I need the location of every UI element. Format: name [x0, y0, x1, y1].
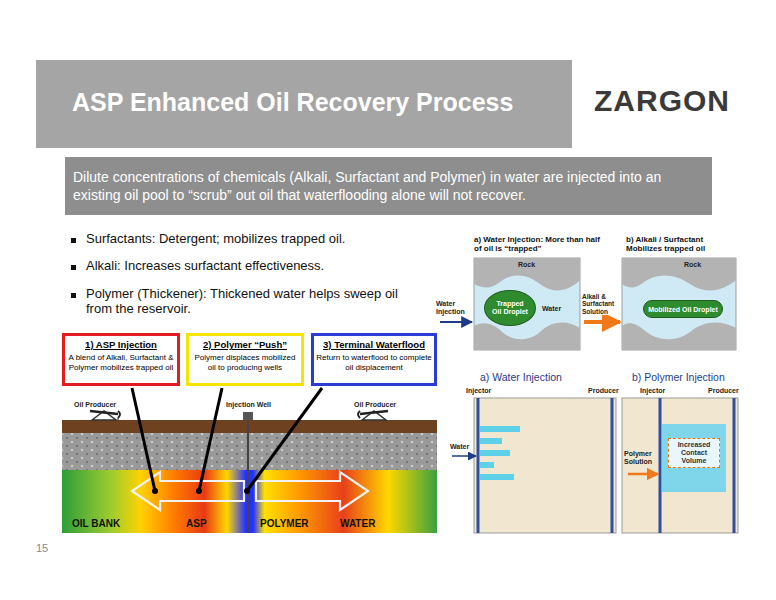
zone-label: POLYMER: [260, 518, 309, 530]
step-box: 3) Terminal WaterfloodReturn to waterflo…: [311, 333, 437, 386]
node-heading: Mobilized Oil Droplet: [648, 306, 718, 313]
node-heading: 2) Polymer “Push”: [203, 339, 287, 350]
company-logo: ZARGON: [594, 84, 730, 119]
leader-dot: [152, 488, 250, 494]
bullet-text: Alkali: Increases surfactant effectivene…: [86, 259, 406, 274]
injection-panel: [452, 398, 738, 533]
panel-heading: b) Alkali / Surfactant Mobilizes trapped…: [626, 235, 736, 253]
oil-droplet: Trapped Oil Droplet: [484, 290, 536, 326]
node-heading: Increased Contact Volume: [671, 441, 717, 464]
flow-label: Water: [450, 443, 469, 451]
water-label: Water: [542, 305, 561, 313]
node-body: A blend of Alkali, Surfactant & Polymer …: [67, 353, 175, 372]
panel-heading: a) Water Injection: [480, 371, 562, 383]
bullet-mark: [71, 293, 76, 298]
page-number: 15: [36, 542, 48, 555]
well-label: Injector: [640, 387, 665, 395]
well-label: Producer: [588, 387, 619, 395]
zone-label: ASP: [186, 518, 207, 530]
node-heading: 3) Terminal Waterflood: [323, 339, 425, 350]
leader-line: [132, 388, 322, 491]
bullet-mark: [71, 265, 76, 270]
panel-heading: b) Polymer Injection: [632, 371, 725, 383]
zone-label: OIL BANK: [72, 518, 120, 530]
oil-droplet: Mobilized Oil Droplet: [643, 300, 723, 318]
zone-label: WATER: [340, 518, 375, 530]
summary-box: Dilute concentrations of chemicals (Alka…: [65, 157, 712, 215]
flow-label: Polymer Solution: [624, 450, 658, 466]
well-label: Injection Well: [226, 401, 271, 409]
bullet-mark: [71, 238, 76, 243]
node-heading: Dilute concentrations of chemicals (Alka…: [73, 168, 704, 204]
contact-volume: Increased Contact Volume: [668, 438, 720, 468]
bullet-text: Polymer (Thickener): Thickened water hel…: [86, 287, 404, 317]
well-label: Injector: [466, 387, 491, 395]
rock-label: Rock: [518, 261, 535, 269]
node-heading: 1) ASP Injection: [85, 339, 157, 350]
flow-label: Water Injection: [436, 300, 472, 316]
node-heading: Trapped Oil Droplet: [492, 300, 528, 315]
well-label: Oil Producer: [74, 401, 116, 409]
slide-title: ASP Enhanced Oil Recovery Process: [72, 88, 513, 117]
pore-diagram: [440, 258, 736, 350]
rock-label: Rock: [684, 261, 701, 269]
node-body: Return to waterflood to complete oil dis…: [316, 353, 432, 372]
title-bar: [36, 60, 572, 148]
flow-label: Alkali & Surfactant Solution: [582, 293, 620, 315]
pumpjack: [358, 411, 388, 420]
step-box: 1) ASP Injection A blend of Alkali, Surfa…: [62, 333, 180, 386]
well-label: Oil Producer: [354, 401, 396, 409]
reservoir-section: [62, 400, 437, 533]
pumpjack: [90, 411, 120, 420]
panel-heading: a) Water Injection: More than half of oi…: [474, 235, 606, 253]
bullet-text: Surfactants: Detergent; mobilizes trappe…: [86, 232, 406, 247]
node-body: Polymer displaces mobilized oil to produ…: [191, 353, 299, 372]
well-label: Producer: [708, 387, 739, 395]
step-box: 2) Polymer “Push” Polymer displaces mobil…: [186, 333, 304, 386]
